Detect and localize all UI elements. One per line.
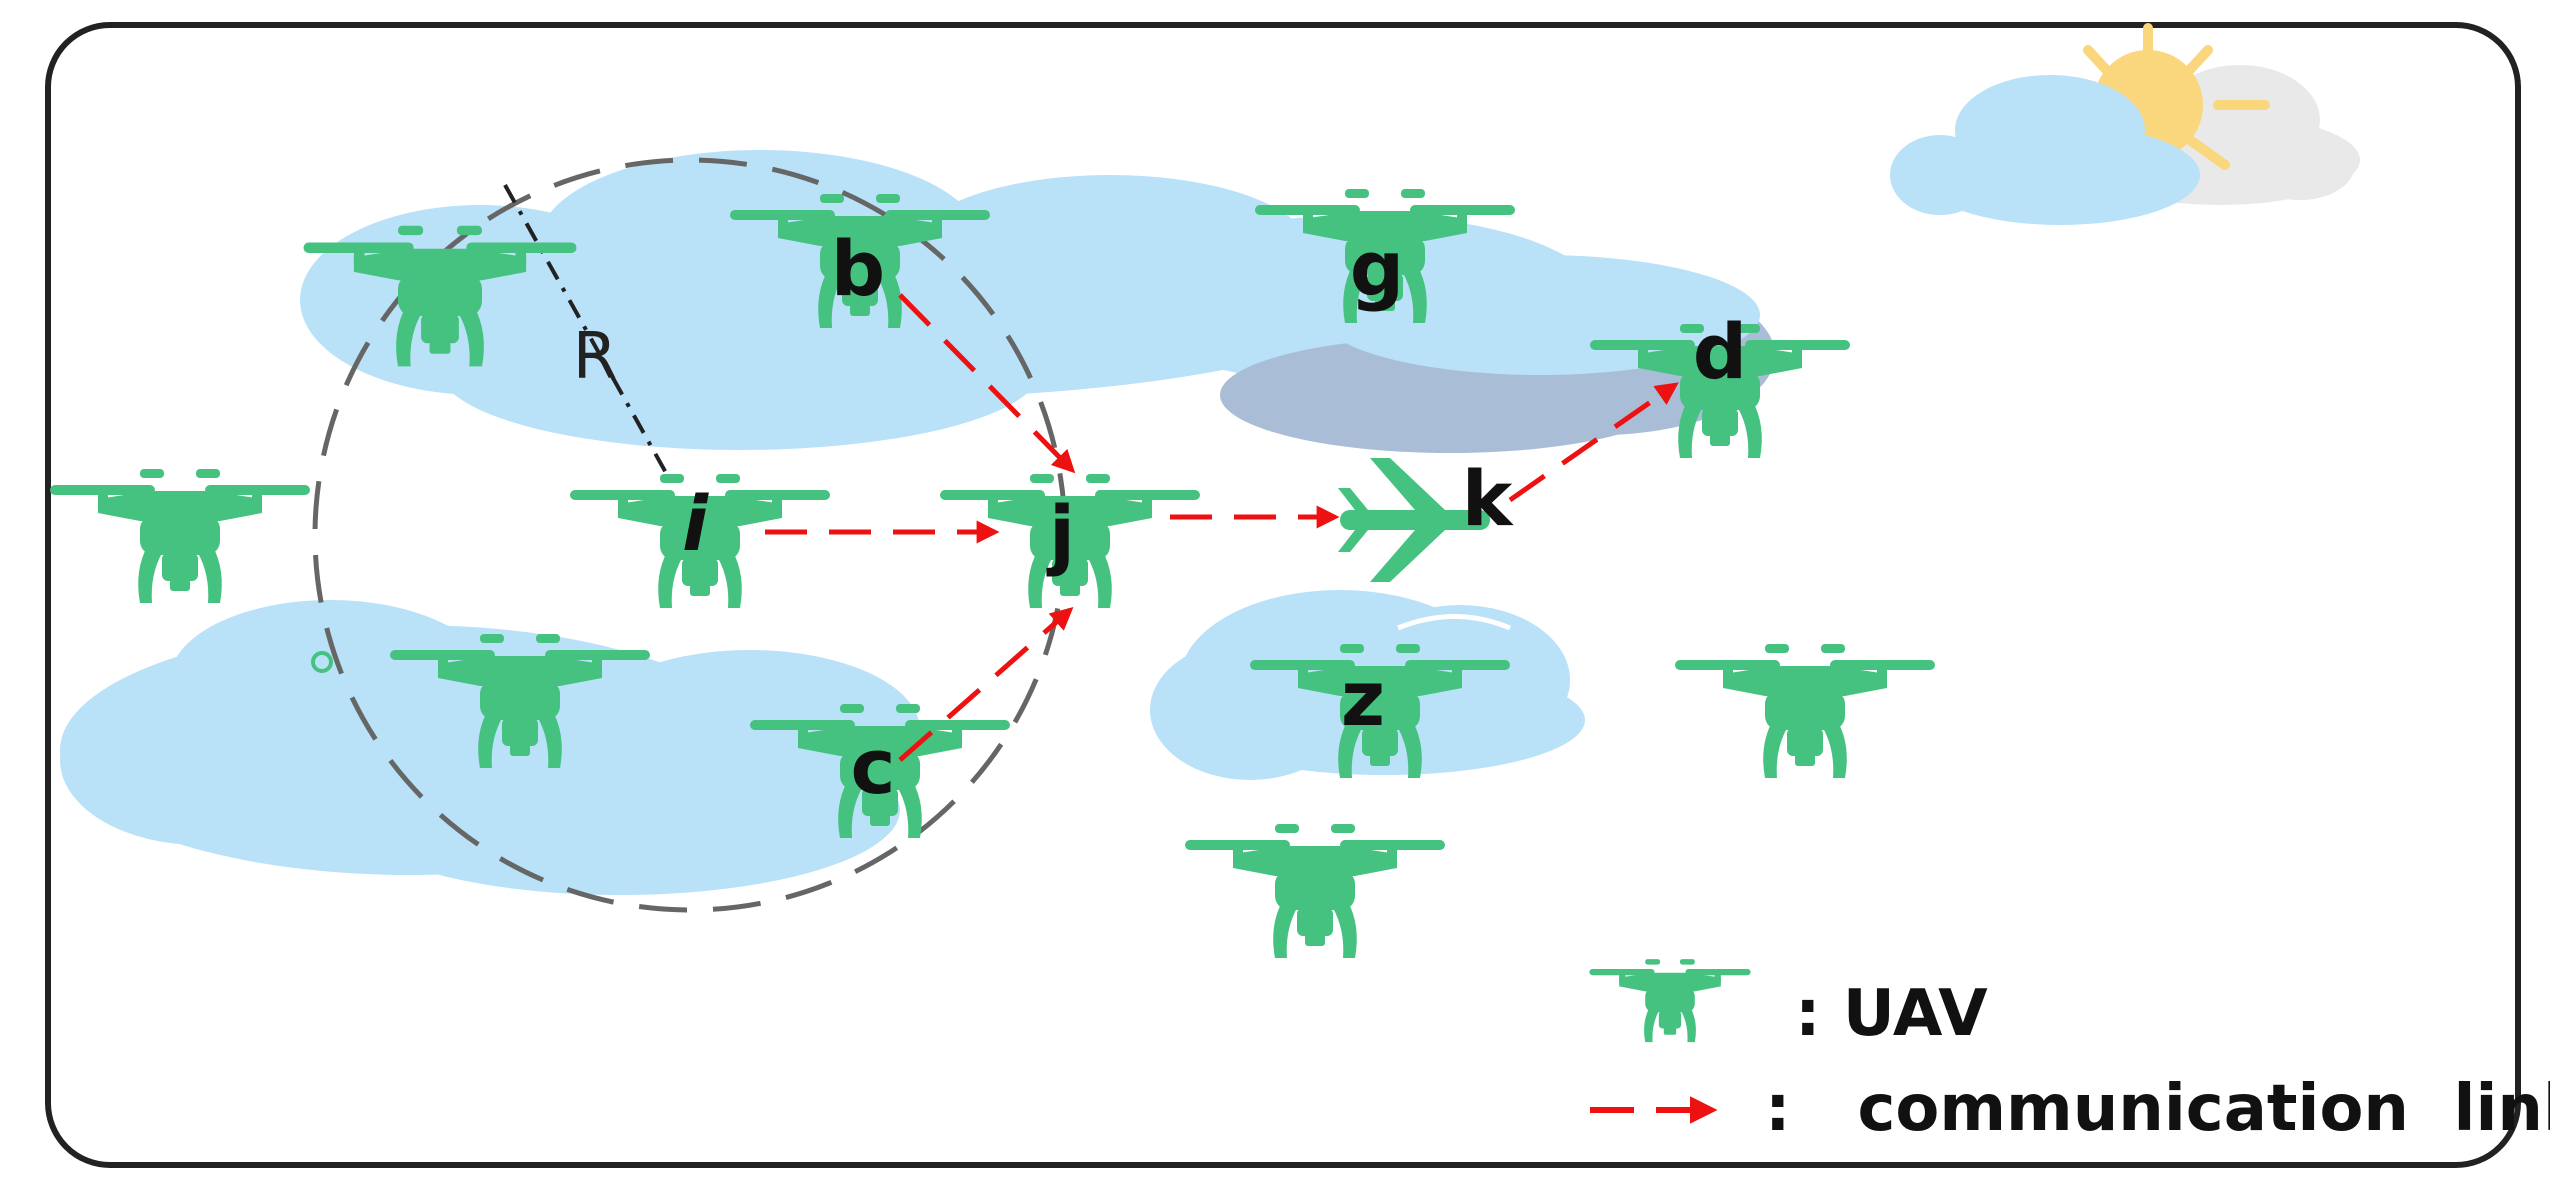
weather-icon — [1890, 23, 2360, 225]
node-label-k: k — [1462, 454, 1514, 543]
range-radius-line — [503, 184, 672, 481]
node-label-g: g — [1350, 224, 1404, 313]
node-label-j: j — [1046, 489, 1075, 578]
legend-uav-label: : UAV — [1795, 977, 1988, 1051]
node-label-b: b — [831, 224, 885, 313]
node-label-i: i — [682, 479, 709, 568]
link-k-d — [1508, 382, 1679, 503]
legend-link-label: : communication link — [1765, 1072, 2550, 1146]
legend: : UAV : communication link — [1589, 959, 2550, 1146]
link-b-j — [898, 293, 1076, 474]
node-label-c: c — [850, 722, 895, 811]
node-label-d: d — [1693, 307, 1747, 396]
range-marker — [311, 651, 333, 673]
range-label: R — [573, 320, 617, 394]
node-label-z: z — [1341, 654, 1385, 743]
link-c-j — [898, 606, 1074, 762]
